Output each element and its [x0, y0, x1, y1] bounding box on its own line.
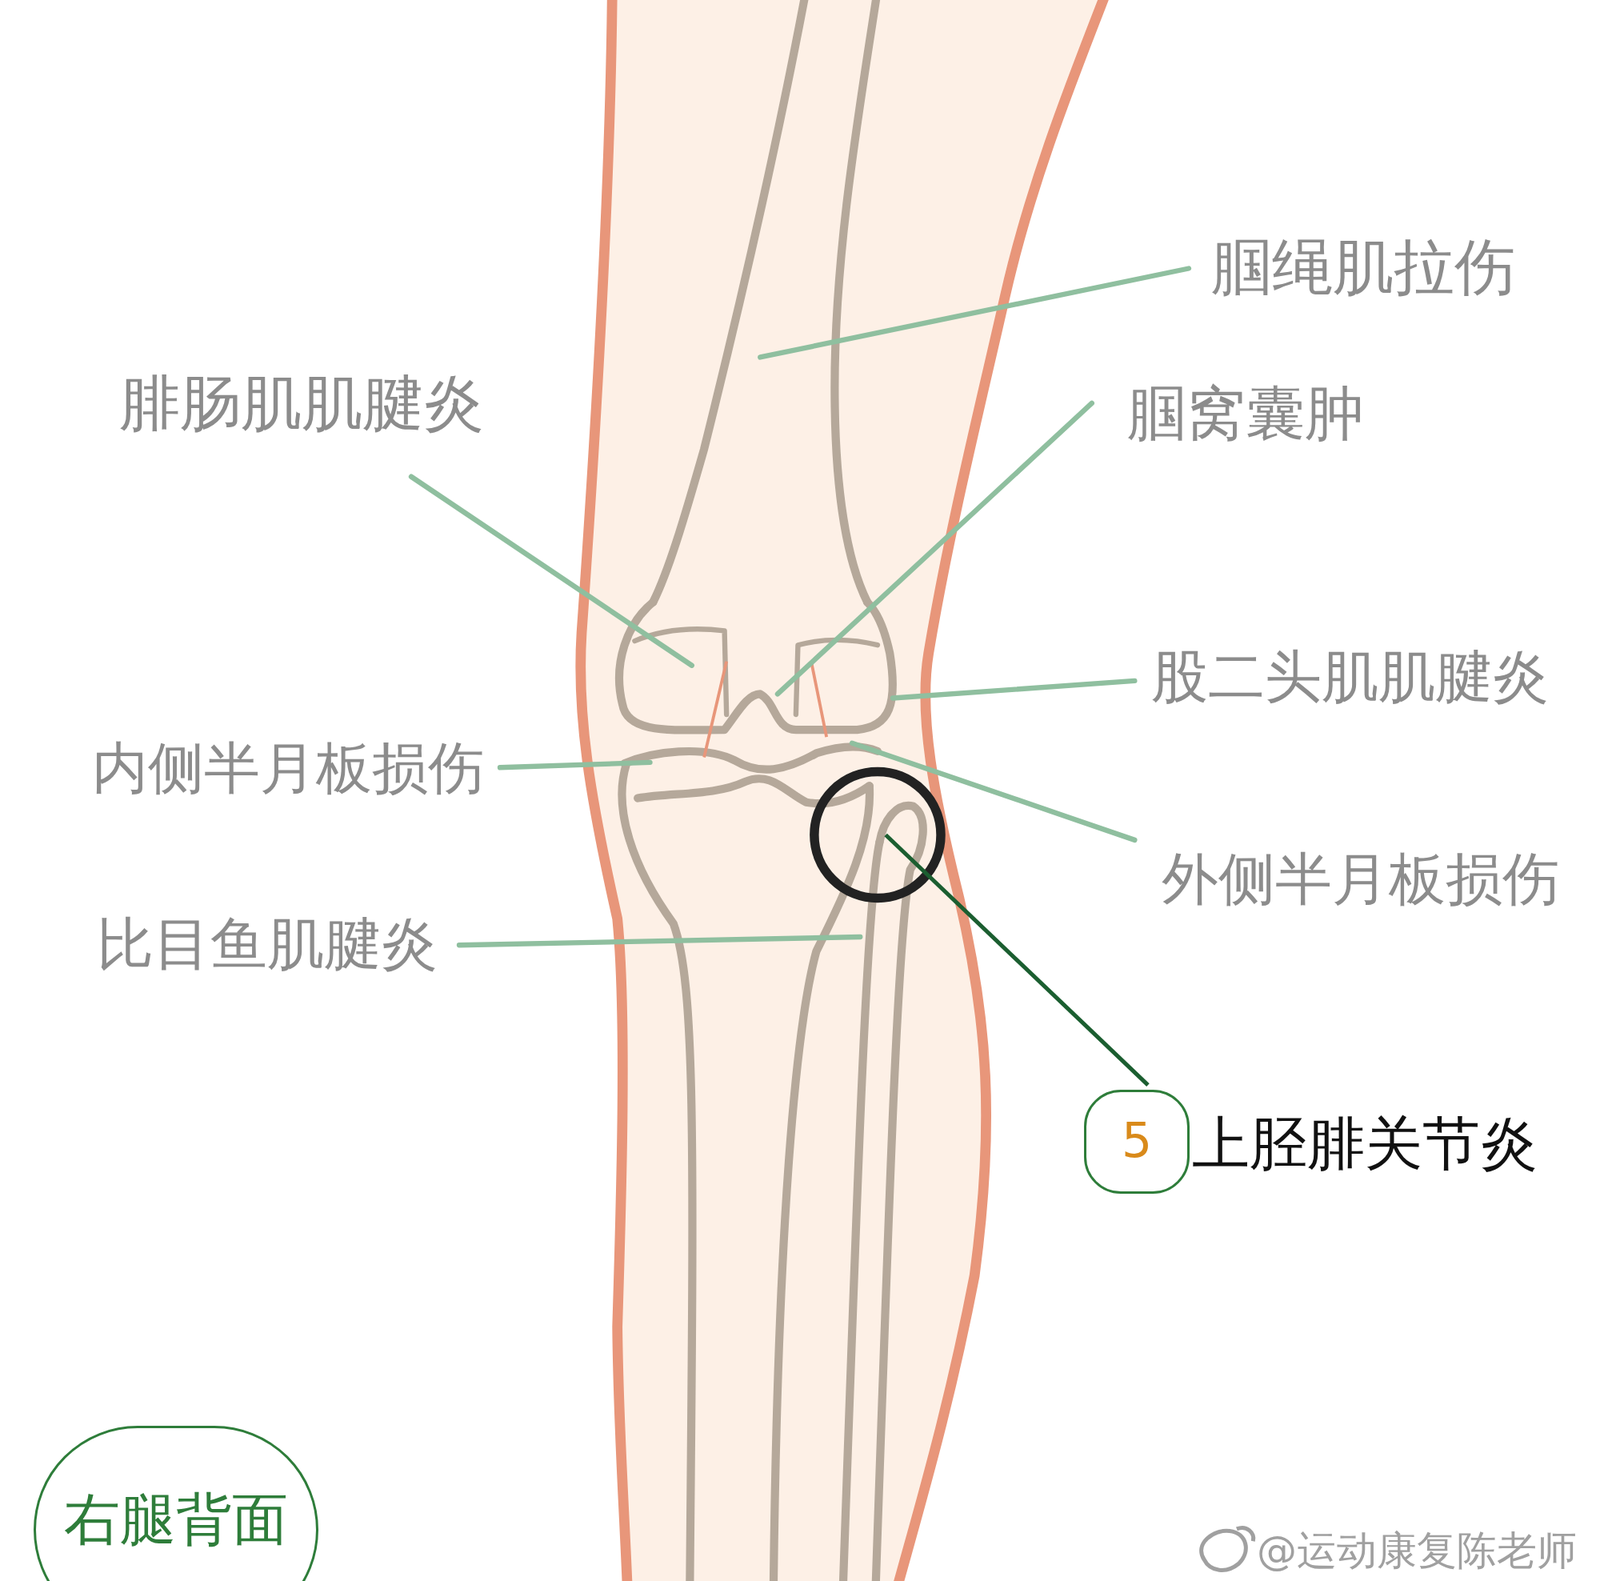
condition-label: 腓肠肌肌腱炎 [119, 368, 484, 438]
fibula [875, 805, 923, 1581]
leader-line [852, 743, 1135, 840]
leader-line [459, 936, 860, 945]
leader-line [411, 476, 692, 666]
tendon-line [811, 661, 827, 737]
femur-edge [652, 0, 806, 603]
tibia-plateau [624, 746, 878, 769]
leader-line [760, 268, 1189, 357]
highlight-label: 上胫腓关节炎 [1192, 1110, 1538, 1177]
leg-skin [580, 0, 1108, 1581]
weibo-logo [1201, 1528, 1254, 1571]
femur-condyles [619, 602, 893, 731]
condition-label: 腘绳肌拉伤 [1211, 232, 1516, 302]
leader-line [777, 403, 1092, 695]
leader-line [892, 680, 1135, 699]
leader-line [885, 834, 1148, 1085]
condition-label: 内侧半月板损伤 [92, 736, 484, 801]
condition-label: 股二头肌肌腱炎 [1151, 644, 1549, 710]
condyle-line [796, 640, 878, 715]
highlight-circle [814, 771, 941, 898]
weibo-logo [1201, 1530, 1247, 1570]
view-label: 右腿背面 [64, 1487, 288, 1581]
femur-edge [834, 0, 878, 603]
view-label-box: 右腿背面 [33, 1425, 319, 1581]
condition-label: 比目鱼肌腱炎 [96, 911, 438, 977]
fibula [843, 841, 880, 1581]
watermark: @运动康复陈老师 [1256, 1528, 1577, 1575]
weibo-logo [1236, 1528, 1254, 1542]
tibia-edge [621, 763, 692, 1581]
condition-label: 腘窝囊肿 [1127, 379, 1364, 448]
callout-number-box: 5 [1084, 1089, 1190, 1194]
condyle-line [634, 628, 727, 715]
leader-line [500, 762, 651, 768]
callout-number: 5 [1121, 1112, 1152, 1192]
condition-label: 外侧半月板损伤 [1161, 846, 1560, 912]
tendon-line [704, 661, 727, 758]
